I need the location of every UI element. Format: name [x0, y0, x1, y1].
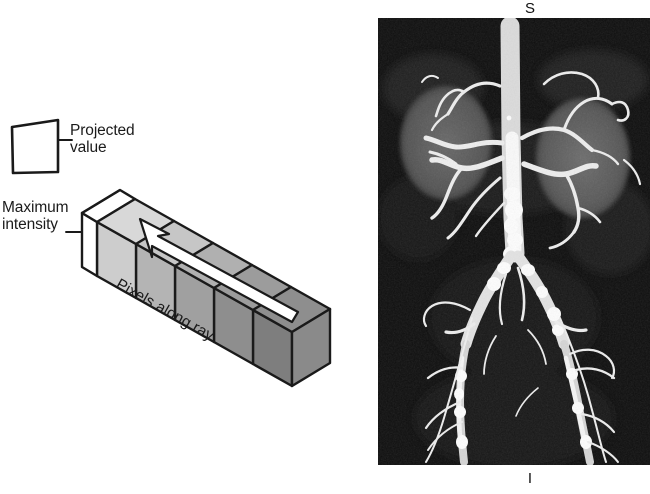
voxel-back-edge-1: [81, 188, 121, 215]
voxel-front-1: [80, 211, 99, 278]
projected-value-leader: [57, 129, 73, 153]
ray-direction-arrow: [138, 217, 300, 324]
schematic-svg: Pixels along ray: [10, 118, 332, 388]
image-noise-coarse: [378, 18, 650, 465]
mra-angiogram-panel: [378, 18, 650, 465]
voxel-end-cap: [290, 307, 332, 388]
mip-schematic-diagram: Pixels along ray Projected value Maximum…: [2, 118, 332, 388]
orientation-label-superior: S: [524, 0, 535, 17]
voxel-bar: [80, 188, 332, 388]
projected-value-label: Projected value: [70, 122, 135, 156]
maximum-intensity-label: Maximum intensity: [2, 199, 69, 233]
projected-value-square: [10, 118, 60, 175]
maximum-intensity-leader: [65, 221, 83, 244]
orientation-label-inferior: I: [527, 470, 533, 487]
angiogram-svg: [378, 18, 650, 465]
